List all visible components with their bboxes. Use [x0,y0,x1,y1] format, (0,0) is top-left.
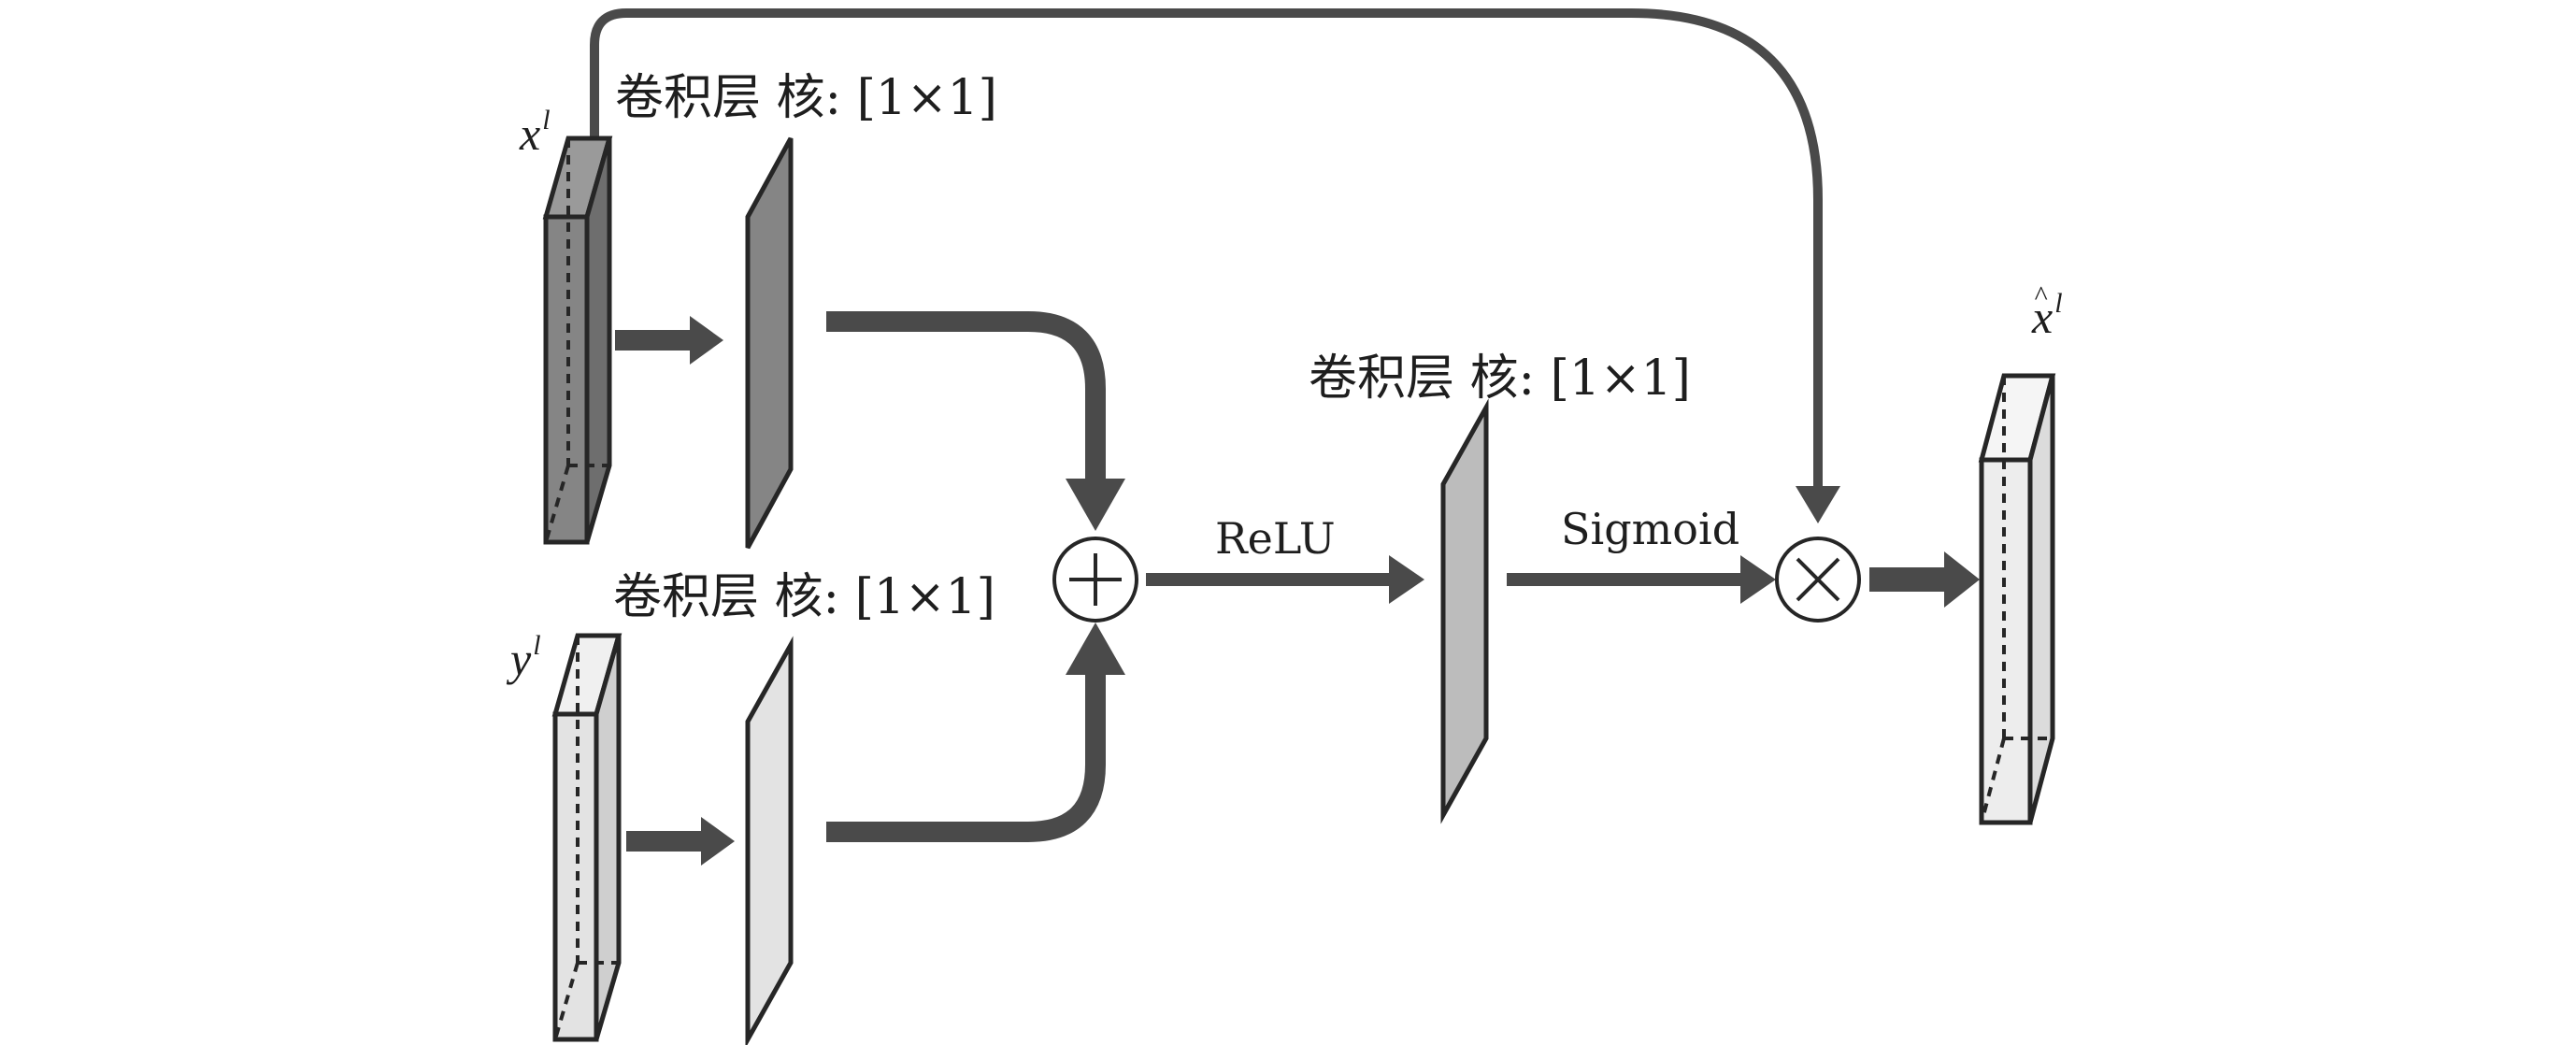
conv-y-label: 卷积层 核: [1×1] [613,569,995,625]
arrow-conv-x-to-add [826,311,1106,479]
conv-x-label: 卷积层 核: [1×1] [615,70,997,126]
input-y-label: yl [506,630,541,685]
conv-mid-label: 卷积层 核: [1×1] [1309,351,1691,407]
input-x-label: xl [519,105,551,160]
relu-label: ReLU [1215,513,1336,564]
skip-connection-arrow [590,8,1823,486]
input-y-feature-block [551,633,623,1042]
multiply-node [1775,537,1861,623]
output-feature-block [1978,373,2056,825]
input-x-feature-block [542,136,613,545]
add-node [1052,537,1138,623]
arrow-conv-y-to-add [826,675,1106,842]
sigmoid-label: Sigmoid [1561,504,1739,554]
conv-y-output-plane [745,636,794,1045]
conv-x-output-plane [745,136,794,550]
output-label: xl [2031,288,2063,343]
output-hat: ^ [2034,280,2048,311]
conv-mid-plane [1440,398,1489,824]
skip-arrowhead [1796,486,1840,523]
